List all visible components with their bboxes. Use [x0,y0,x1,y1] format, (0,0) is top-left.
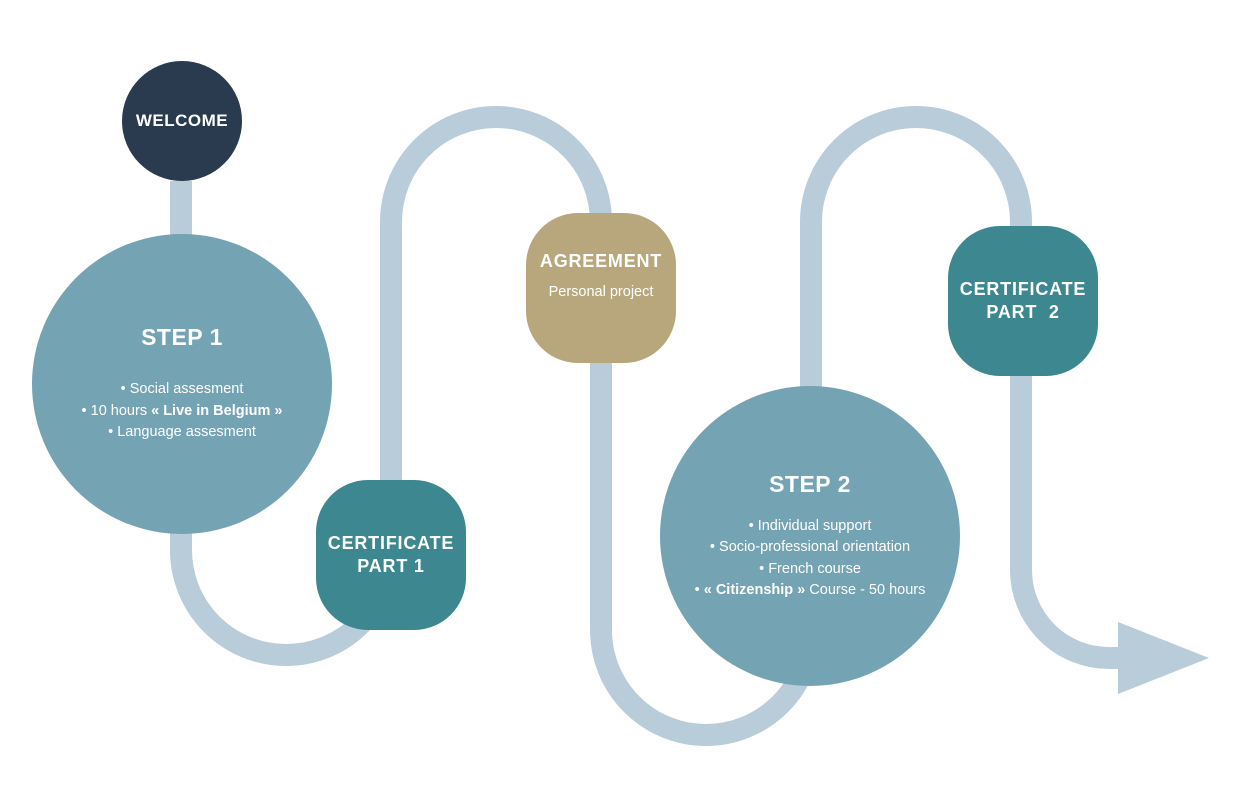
pathway-arrow-head [1118,622,1209,694]
list-item: French course [695,559,926,581]
certificate-2-line1: CERTIFICATE [959,279,1087,299]
step-2-title: STEP 2 [769,470,851,497]
welcome-node: WELCOME [122,61,242,181]
list-item: Language assesment [82,422,283,444]
list-item: « Citizenship » Course - 50 hours [695,580,926,602]
certificate-1-line2: PART 1 [357,556,425,576]
certificate-1-line1: CERTIFICATE [327,533,455,553]
list-item: Social assesment [82,379,283,401]
list-item: Individual support [695,516,926,538]
welcome-title: WELCOME [135,111,229,130]
step-2-node: STEP 2 Individual support Socio-professi… [660,386,960,686]
step-1-bullet-list: Social assesment 10 hours « Live in Belg… [82,379,283,444]
step-2-bullet-list: Individual support Socio-professional or… [695,516,926,602]
agreement-subtitle: Personal project [548,284,654,300]
agreement-title: AGREEMENT [539,251,663,271]
agreement-node: AGREEMENT Personal project [526,213,676,363]
certificate-part-2-node: CERTIFICATE PART 2 [948,226,1098,376]
step-1-node: STEP 1 Social assesment 10 hours « Live … [32,234,332,534]
list-item: 10 hours « Live in Belgium » [82,401,283,423]
certificate-part-1-node: CERTIFICATE PART 1 [316,480,466,630]
certificate-2-line2: PART 2 [986,302,1060,322]
list-item: Socio-professional orientation [695,537,926,559]
step-1-title: STEP 1 [141,324,223,351]
